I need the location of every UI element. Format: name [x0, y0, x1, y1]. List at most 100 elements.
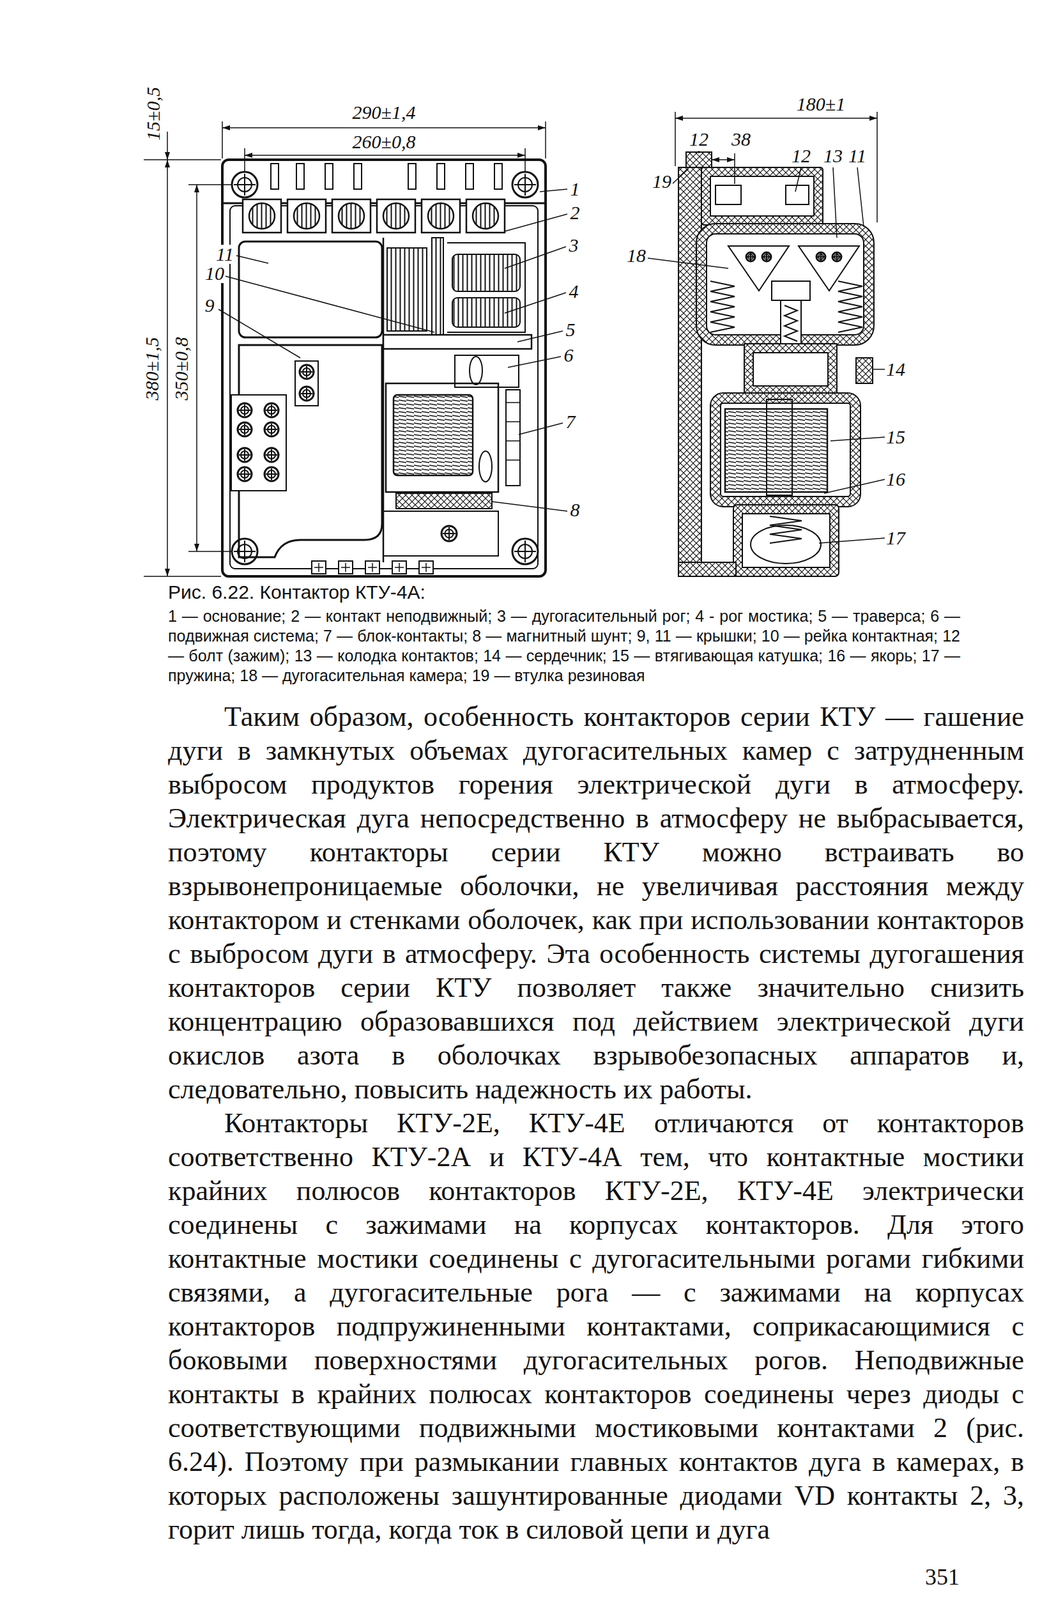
extension-line: [876, 111, 878, 223]
figure-key: 1 — основание; 2 — контакт неподвижный; …: [168, 606, 961, 686]
terminal-screw: [338, 203, 365, 229]
callout-number: 12: [688, 129, 710, 149]
spring: [784, 305, 798, 342]
bolt-cross: [765, 252, 768, 261]
terminal-screw: [293, 203, 320, 229]
contactor-drawing: [143, 111, 886, 577]
callout-number: 6: [562, 345, 575, 365]
callout-number: 11: [214, 244, 236, 264]
leader-line: [672, 168, 689, 184]
bolt-cross: [244, 449, 246, 462]
terminal-slot: [338, 560, 353, 574]
callout-number: 8: [569, 500, 582, 520]
contact-bridge: [771, 281, 811, 301]
bolt-hole: [264, 403, 279, 418]
terminal-slot: [311, 560, 326, 574]
flange-slot: [325, 163, 333, 190]
terminal-slot: [419, 560, 434, 574]
extension-line: [143, 159, 222, 161]
base-inner: [229, 205, 538, 569]
extension-line: [221, 121, 223, 159]
body-paragraph: Контакторы КТУ-2Е, КТУ-4Е отличаются от …: [168, 1105, 1025, 1546]
armature: [750, 525, 821, 564]
bolt-hole: [264, 447, 279, 462]
bolt-cross: [749, 252, 752, 261]
terminal-seat: [332, 199, 371, 233]
spring: [710, 281, 735, 333]
terminal-slot: [392, 560, 407, 574]
bolt-hole: [264, 422, 279, 437]
moving-system: [454, 355, 519, 388]
leader-line: [824, 479, 886, 494]
callout-number: 17: [884, 528, 907, 548]
callout-number: 10: [203, 263, 226, 284]
callout-number: 9: [203, 295, 216, 315]
bolt-cross: [244, 468, 246, 481]
bolt-cross: [270, 423, 273, 436]
page-number: 351: [925, 1565, 960, 1589]
bolt-cross: [836, 252, 838, 261]
dimension-line: [244, 154, 526, 156]
callout-number: 2: [569, 203, 582, 223]
bolt-cross: [270, 468, 273, 481]
callout-number: 14: [884, 359, 907, 379]
slot: [469, 356, 483, 385]
leader-line: [504, 214, 568, 232]
magnetic-shunt: [396, 493, 492, 509]
callout-number: 1: [569, 179, 582, 199]
leader-line: [218, 309, 301, 358]
terminal-screw: [383, 203, 409, 229]
bolt-hole: [299, 386, 314, 401]
callout-number: 16: [884, 469, 907, 489]
dimension-line: [166, 159, 169, 577]
terminal-screw: [428, 203, 454, 229]
terminal-seat: [242, 199, 282, 233]
bolt-cross: [448, 527, 450, 540]
base-strip: [678, 562, 736, 577]
top-block: [701, 167, 823, 225]
block-contact-mark: [505, 440, 521, 442]
plunger: [780, 300, 802, 345]
bolt-cross: [306, 387, 308, 400]
callout-number: 13: [822, 146, 844, 166]
leader-line: [491, 501, 568, 512]
callout-number: 4: [567, 281, 581, 301]
bolt-hole: [231, 538, 258, 565]
coil: [393, 394, 473, 476]
flange-slot: [408, 163, 416, 190]
leader-line: [539, 189, 568, 192]
leader-line: [698, 150, 700, 154]
leader-line: [647, 258, 729, 269]
block-contact-mark: [505, 420, 521, 423]
bolt-cross: [524, 173, 526, 196]
bolt-hole: [832, 252, 842, 262]
bolt-hole: [816, 252, 826, 262]
bolt-cross: [244, 423, 246, 436]
callout-number: 12: [790, 146, 812, 166]
extension-line: [143, 575, 222, 577]
leader-line: [518, 422, 563, 435]
terminal-mark: [344, 562, 347, 572]
callout-number: 5: [564, 320, 577, 340]
bolt-hole: [237, 422, 252, 437]
extension-line: [544, 121, 547, 159]
dimension-label: 15±0,5: [143, 84, 163, 143]
base-pocket: [383, 511, 499, 556]
extension-line: [188, 550, 232, 552]
terminal-seat: [421, 199, 460, 233]
leader-line: [517, 330, 563, 342]
dimension-line: [711, 159, 735, 161]
coil: [725, 408, 828, 492]
callout-number: 18: [625, 245, 648, 266]
traverse: [383, 334, 532, 349]
bolt-cross: [820, 252, 822, 261]
back-plate: [678, 167, 702, 577]
bolt-cross: [244, 173, 246, 196]
bolt-body: [785, 185, 809, 205]
leader-line: [504, 246, 567, 269]
contact-rail: [431, 237, 444, 340]
extension-line: [711, 153, 713, 165]
block-contact-mark: [505, 401, 521, 404]
terminal-mark: [425, 562, 427, 572]
